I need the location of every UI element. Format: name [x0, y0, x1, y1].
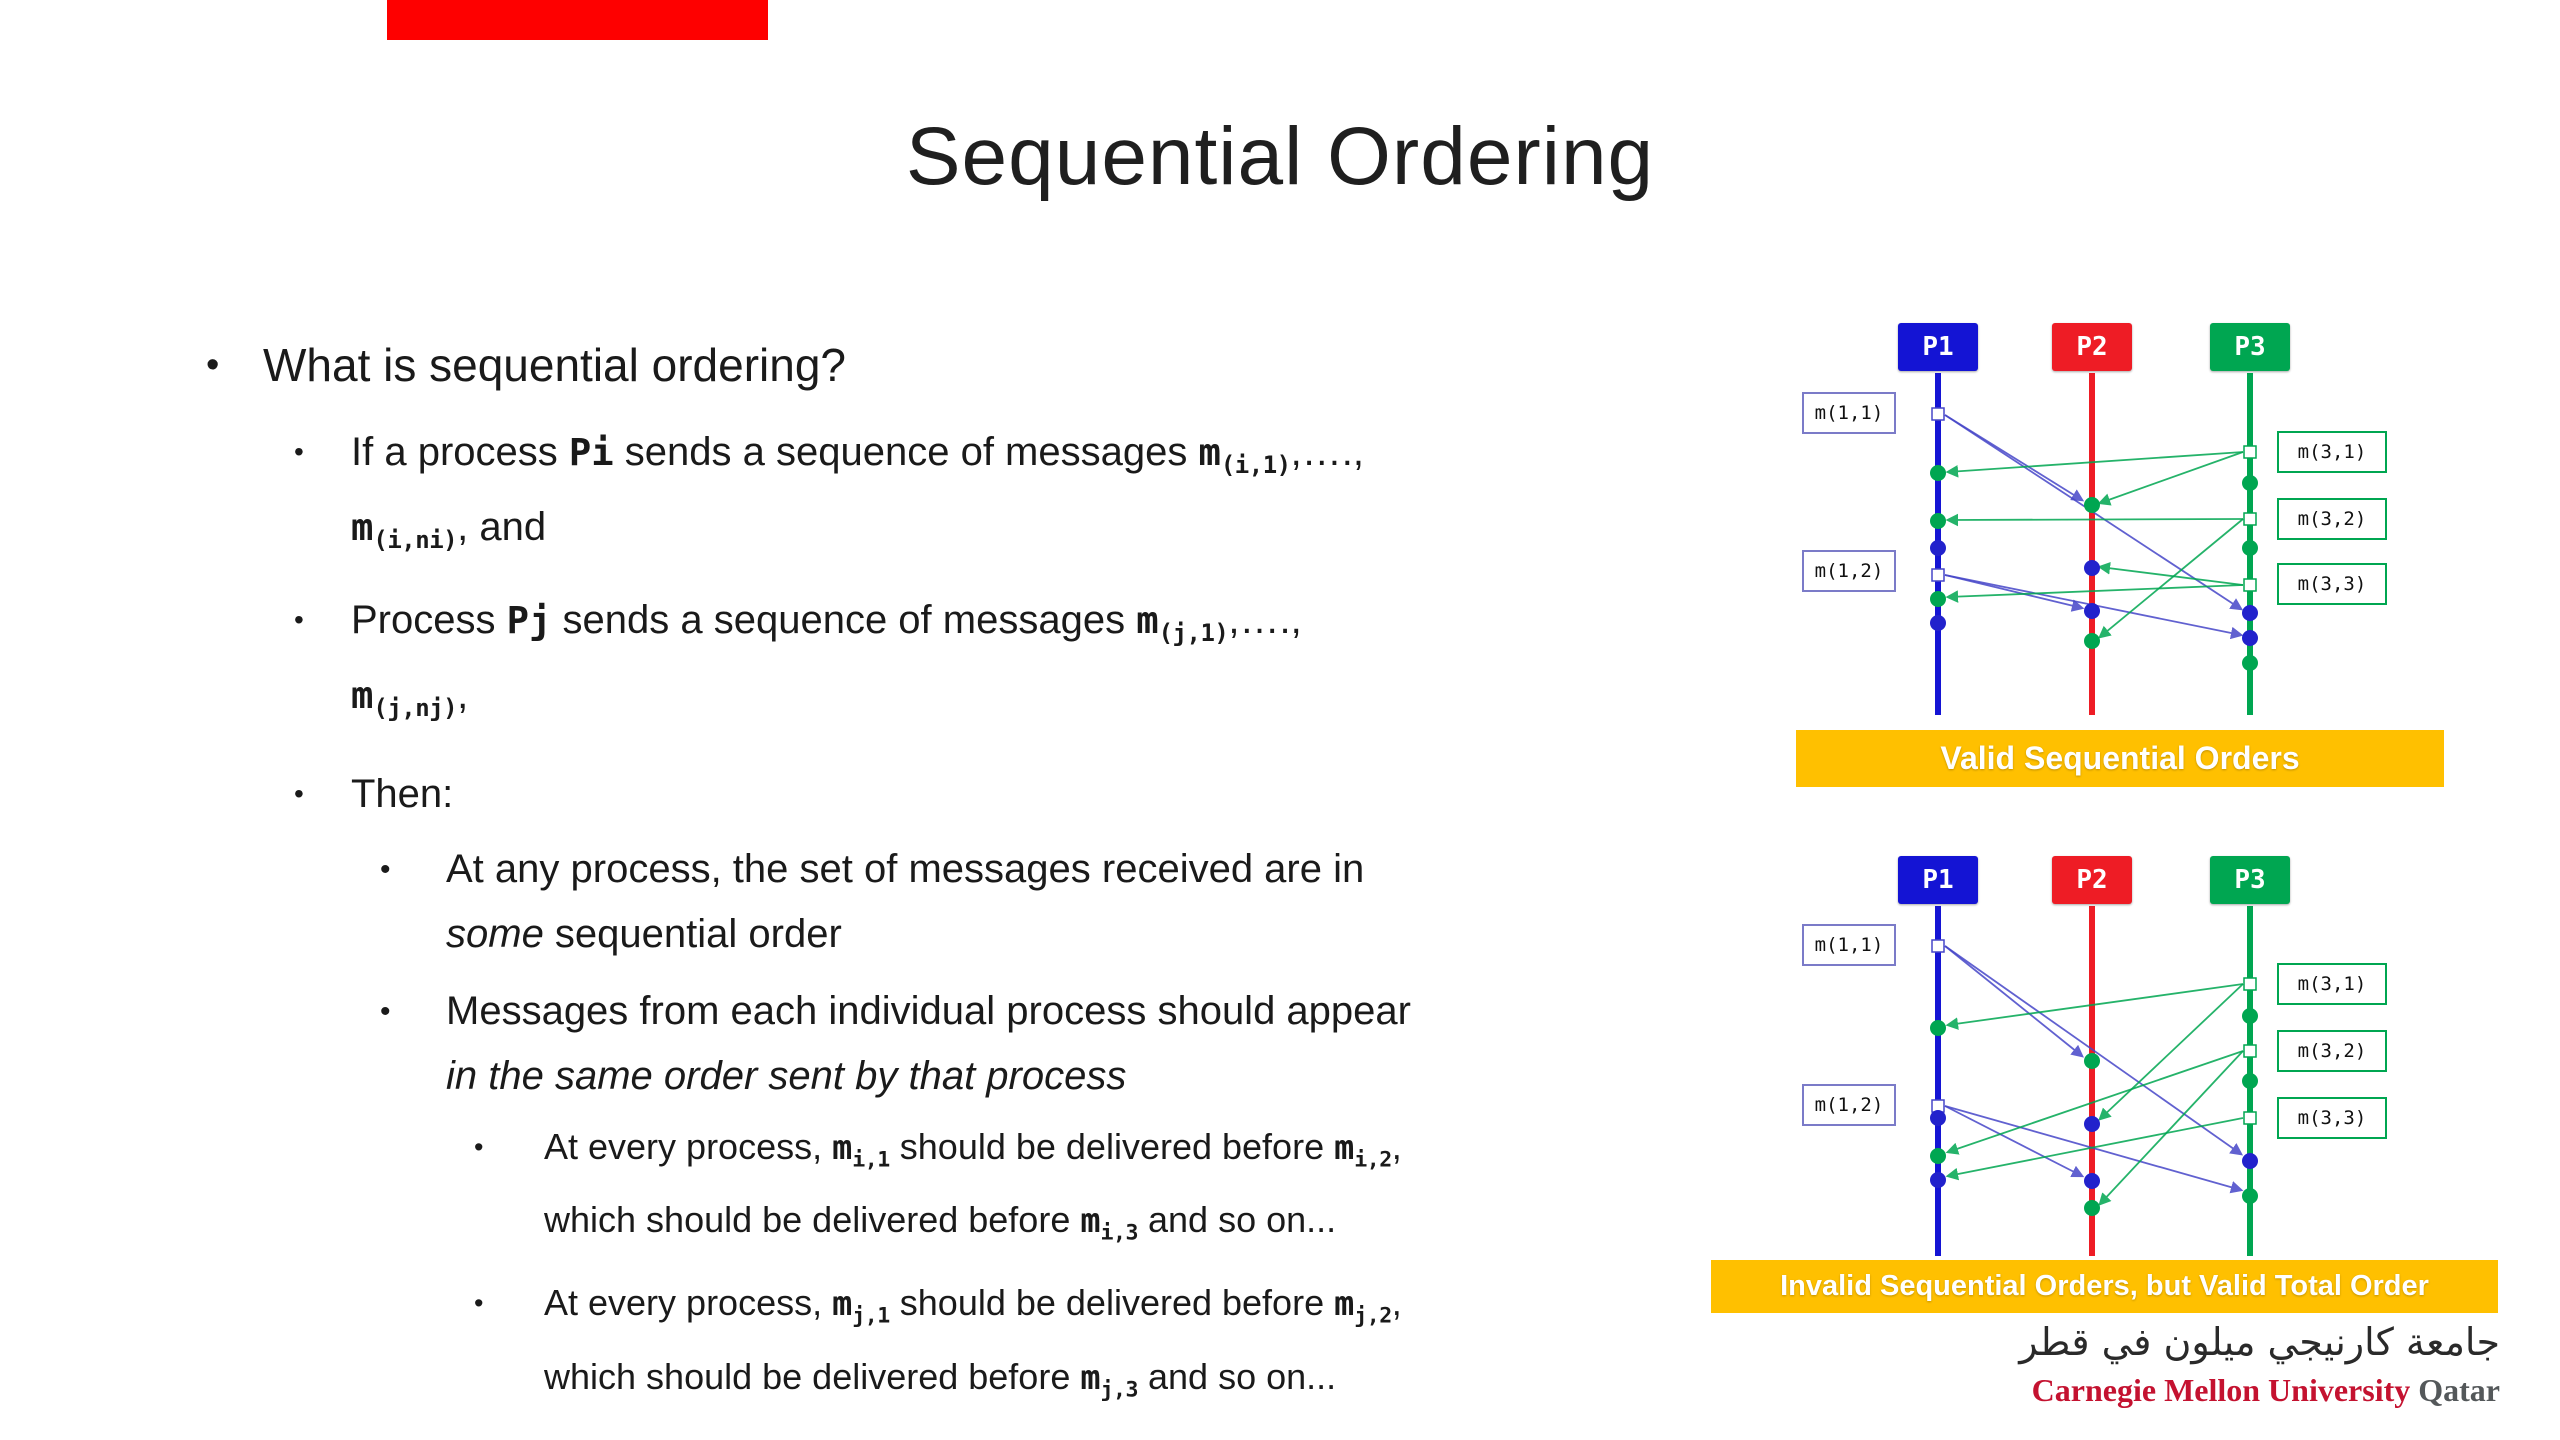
bullet-text: Messages from each individual process sh… — [446, 988, 1411, 1098]
slide-body: • What is sequential ordering? • If a pr… — [200, 335, 1700, 1420]
bullet-text: At every process, mi,1 should be deliver… — [544, 1125, 1402, 1246]
bullet-what-is-sequential-ordering: • What is sequential ordering? — [200, 335, 1700, 395]
diagram-valid-sequential-orders: P1 P2 P3 m(1,1) m(1,2) m(3,1) m(3,2) m(3… — [1796, 323, 2456, 733]
message-label-m11: m(1,1) — [1802, 924, 1896, 966]
bullet-marker: • — [474, 1288, 484, 1319]
timeline-diagram-graphic — [1930, 373, 2258, 715]
bullet-any-process-sequential: • At any process, the set of messages re… — [200, 837, 1700, 967]
bullet-text: If a process Pi sends a sequence of mess… — [351, 430, 1364, 555]
bullet-text: Process Pj sends a sequence of messages … — [351, 598, 1302, 723]
bullet-text: Then: — [351, 771, 454, 816]
banner-valid-sequential-orders: Valid Sequential Orders — [1796, 730, 2444, 787]
bullet-text: What is sequential ordering? — [263, 339, 846, 391]
banner-invalid-sequential-orders: Invalid Sequential Orders, but Valid Tot… — [1711, 1260, 2498, 1313]
message-label-m33: m(3,3) — [2277, 563, 2387, 605]
logo-wordmark: Carnegie Mellon University Qatar — [1980, 1368, 2500, 1412]
message-label-m12: m(1,2) — [1802, 1084, 1896, 1126]
message-label-m32: m(3,2) — [2277, 498, 2387, 540]
bullet-then: • Then: — [200, 763, 1700, 825]
logo-university-name: Carnegie Mellon University — [2031, 1372, 2411, 1408]
slide-title: Sequential Ordering — [905, 111, 1655, 202]
bullet-marker: • — [380, 852, 391, 886]
bullet-text: At every process, mj,1 should be deliver… — [544, 1282, 1402, 1402]
process-header-p2: P2 — [2052, 323, 2132, 371]
bullet-process-pj: • Process Pj sends a sequence of message… — [200, 589, 1700, 739]
message-label-m12: m(1,2) — [1802, 550, 1896, 592]
bullet-every-process-mi: • At every process, mi,1 should be deliv… — [200, 1117, 1700, 1264]
bullet-marker: • — [380, 994, 391, 1028]
accent-bar — [387, 0, 768, 40]
message-label-m31: m(3,1) — [2277, 431, 2387, 473]
process-header-p3: P3 — [2210, 323, 2290, 371]
bullet-marker: • — [294, 777, 304, 809]
bullet-every-process-mj: • At every process, mj,1 should be deliv… — [200, 1273, 1700, 1420]
logo-campus-name: Qatar — [2418, 1372, 2500, 1408]
message-label-m32: m(3,2) — [2277, 1030, 2387, 1072]
bullet-text: At any process, the set of messages rece… — [446, 846, 1365, 956]
diagram-invalid-sequential-orders: P1 P2 P3 m(1,1) m(1,2) m(3,1) m(3,2) m(3… — [1796, 856, 2456, 1266]
bullet-marker: • — [474, 1131, 484, 1162]
cmu-qatar-logo: جامعة كارنيجي ميلون في قطر Carnegie Mell… — [1980, 1316, 2500, 1412]
diagrams-column: P1 P2 P3 m(1,1) m(1,2) m(3,1) m(3,2) m(3… — [1700, 323, 2540, 1433]
bullet-messages-same-order: • Messages from each individual process … — [200, 979, 1700, 1109]
process-header-p1: P1 — [1898, 323, 1978, 371]
timeline-diagram-graphic — [1930, 906, 2258, 1256]
bullet-marker: • — [294, 604, 304, 636]
message-label-m33: m(3,3) — [2277, 1097, 2387, 1139]
process-header-p2: P2 — [2052, 856, 2132, 904]
process-header-p1: P1 — [1898, 856, 1978, 904]
logo-arabic-text: جامعة كارنيجي ميلون في قطر — [2019, 1320, 2500, 1364]
bullet-marker: • — [206, 344, 220, 386]
bullet-marker: • — [294, 436, 304, 467]
process-header-p3: P3 — [2210, 856, 2290, 904]
message-label-m11: m(1,1) — [1802, 392, 1896, 434]
bullet-if-process-pi: • If a process Pi sends a sequence of me… — [200, 421, 1700, 571]
message-label-m31: m(3,1) — [2277, 963, 2387, 1005]
